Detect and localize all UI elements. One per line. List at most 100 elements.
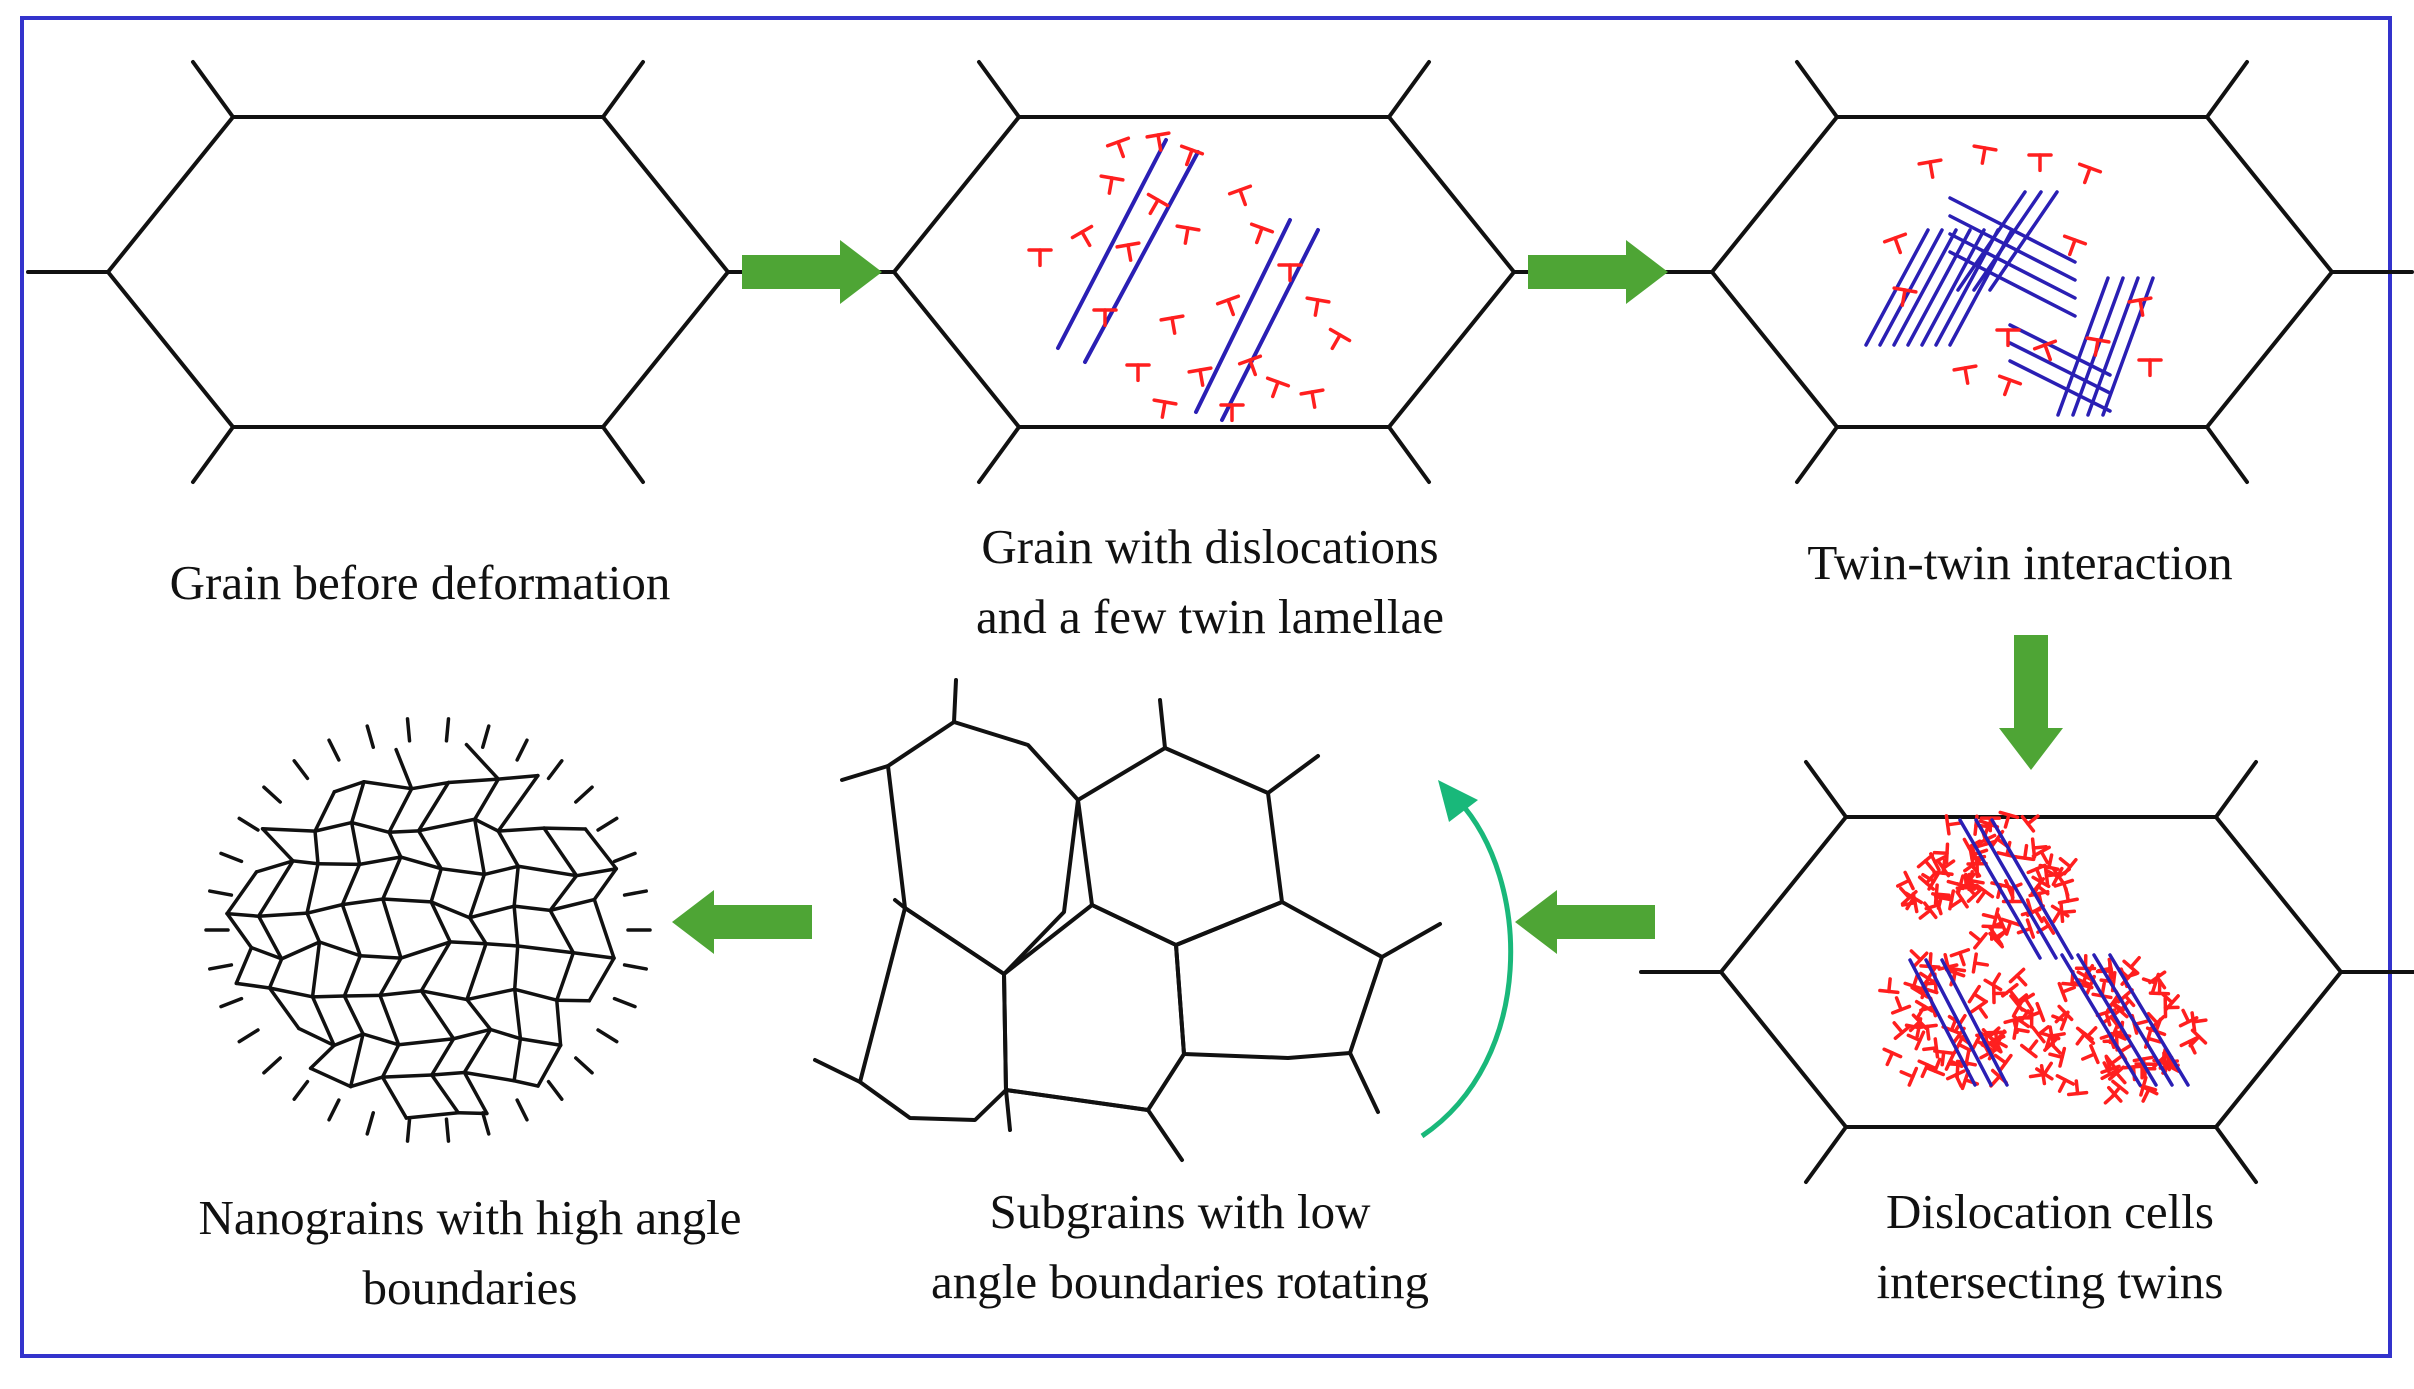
dislocation [1105,136,1131,159]
grain-boundary-stub [1804,1125,1848,1184]
grain-boundary-stub [2214,760,2258,819]
dislocation [2043,1035,2062,1055]
caption-line: angle boundaries rotating [930,1254,1429,1309]
grain-boundary-stub [191,425,235,484]
subgrain-boundary [858,906,1008,1122]
nanograin-boundary-stub [292,1079,310,1101]
nanograin-boundary-stub [365,1110,376,1136]
dislocation [1305,296,1331,317]
dislocation [1187,366,1213,387]
dislocation [1916,853,1936,873]
nanograin-boundary-stub [405,1117,412,1143]
dislocation [2020,814,2040,833]
nanograin-boundary [419,940,452,993]
nanograin-boundary-stub [444,1117,451,1143]
grain-boundary [106,115,730,429]
nanograin-boundary [279,940,322,961]
nanograin-boundary [256,914,284,961]
nanograin-boundary [467,915,488,946]
nanograin-boundary [542,826,579,878]
rotation-arrow [1420,780,1514,1139]
nanograin-boundary [496,773,540,781]
dislocation [1899,1066,1919,1087]
nanograin-boundary [305,861,320,915]
dislocation [1237,354,1263,377]
caption-line: boundaries [362,1260,578,1315]
dislocation [1152,398,1178,419]
dislocation [2019,1039,2039,1059]
dislocation [1995,328,2021,348]
nanograin-boundary [409,780,451,791]
dislocation [1968,931,1988,950]
dislocation [1933,1049,1955,1067]
nanograin-boundary [464,742,501,781]
dislocation [2051,867,2071,886]
dislocation [1944,1051,1964,1071]
nanograin-boundary [399,855,443,871]
nanograin-boundary [396,1036,456,1047]
nanograin-boundary [462,1070,516,1083]
nanograin-boundary [429,900,452,944]
nanograin-boundary [267,986,301,1031]
nanograin-boundary [348,1075,385,1089]
dislocation [1159,314,1185,335]
grain-boundary-stub [1387,425,1431,484]
nanograin-boundary [381,897,433,904]
subgrain-boundary-stub [1266,754,1320,795]
nanograin-boundary [234,981,272,990]
nanograin-boundary [512,904,520,948]
stage4-grain [1639,760,2414,1184]
nanograin-boundary [234,945,254,986]
dislocation [2026,1001,2046,1023]
grain-boundary-stub [2205,425,2249,484]
nanograin-boundary [465,997,493,1032]
dislocation [2014,843,2036,862]
twin-lamella [2108,953,2190,1087]
dislocation [1904,1017,1923,1039]
nanograin-boundary [361,1032,401,1047]
dislocation [2027,153,2053,173]
caption-grain-with-dislocations: Grain with dislocations and a few twin l… [840,512,1580,652]
nanograin-boundary [555,998,563,1047]
nanograin-boundary [430,1073,461,1115]
stage1-grain [26,60,810,484]
caption-line: intersecting twins [1876,1254,2224,1309]
nanograin-boundary-stub [208,963,234,971]
dislocation [1892,286,1918,307]
twin-lamella [1956,190,2027,292]
nanograin-boundary [256,911,309,918]
nanograin-boundary [387,786,414,835]
nanograin-boundary [297,1026,336,1048]
dislocation [1967,984,1987,1004]
nanograin-boundary [342,993,382,998]
nanograin-boundary [349,779,366,825]
nanograin-boundary [473,817,487,877]
nanograin-boundary [349,820,391,835]
dislocation [1998,810,2020,829]
nanograin-boundary [332,779,366,794]
grain-boundary-stub [1795,425,1839,484]
stage3-grain [1630,60,2414,484]
dislocation [2000,917,2021,936]
dislocation [1909,949,1929,968]
nanograin-boundary [317,940,363,958]
nanograin-boundary-stub [219,851,244,864]
dislocation [1906,1030,1926,1051]
dislocation [1265,376,1291,399]
nanograin-boundary [548,908,576,955]
nanograin-boundary [316,861,362,867]
twin-lamella [1940,958,2009,1087]
grain-boundary [1719,815,2343,1129]
twin-lamella [1194,218,1292,414]
nanograin-boundary [419,989,469,1002]
dislocation [2031,875,2051,895]
nanograin-boundary [446,777,501,785]
nanograin-boundary [348,1032,365,1089]
twin-lamella [2008,341,2112,395]
nanograin-boundary [358,954,403,960]
dislocation [1922,1037,1940,1059]
dislocation [2055,1074,2076,1093]
dislocation [1115,241,1141,262]
nanograin-boundary [512,864,520,908]
nanograin-boundary [308,1066,353,1089]
